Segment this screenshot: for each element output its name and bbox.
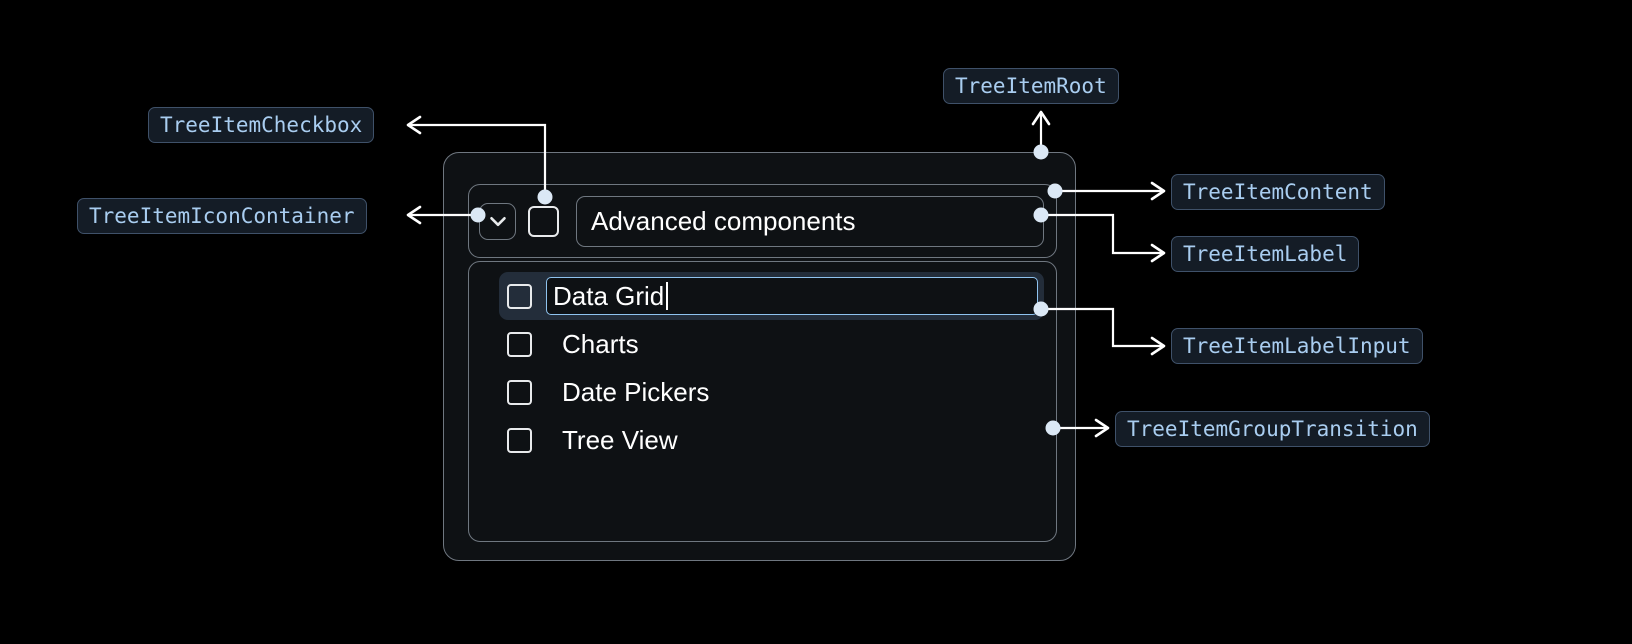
annotation-label: TreeItemGroupTransition [1127, 417, 1418, 441]
text-caret [666, 282, 669, 310]
tree-item-group-transition: Data Grid Charts Date Pickers Tree View [468, 261, 1057, 542]
tree-item-label-input-value: Data Grid [553, 281, 665, 311]
tree-item-label-text: Tree View [562, 425, 678, 455]
tree-item-data-grid[interactable]: Data Grid [499, 272, 1044, 320]
arrowhead-right [1150, 336, 1166, 356]
tree-item-label-text: Charts [562, 329, 639, 359]
annotation-label: TreeItemLabelInput [1183, 334, 1411, 358]
tree-item-label-text: Date Pickers [562, 377, 710, 407]
annotation-tree-item-checkbox: TreeItemCheckbox [148, 107, 375, 143]
annotation-tree-item-label-input: TreeItemLabelInput [1171, 328, 1423, 364]
annotation-label: TreeItemLabel [1183, 242, 1348, 266]
tree-item-checkbox[interactable] [528, 205, 559, 237]
tree-item-label-input[interactable]: Data Grid [546, 277, 1038, 315]
tree-item-checkbox[interactable] [507, 427, 532, 453]
arrowhead-left [406, 115, 422, 135]
tree-item-charts[interactable]: Charts [499, 320, 1044, 368]
annotation-tree-item-label: TreeItemLabel [1171, 236, 1360, 272]
chevron-down-icon [489, 216, 506, 227]
arrowhead-right [1094, 418, 1110, 438]
annotation-label: TreeItemCheckbox [160, 113, 363, 137]
arrowhead-right [1150, 181, 1166, 201]
annotation-tree-item-group-transition: TreeItemGroupTransition [1115, 411, 1430, 447]
annotation-label: TreeItemRoot [955, 74, 1107, 98]
arrowhead-up [1031, 110, 1051, 126]
tree-item-date-pickers[interactable]: Date Pickers [499, 368, 1044, 416]
annotation-tree-item-root: TreeItemRoot [943, 68, 1119, 104]
tree-item-content[interactable]: Advanced components [468, 184, 1057, 258]
tree-item-checkbox[interactable] [507, 379, 532, 405]
annotation-tree-item-content: TreeItemContent [1171, 174, 1385, 210]
arrowhead-left [406, 205, 422, 225]
arrowhead-right [1150, 243, 1166, 263]
tree-item-checkbox[interactable] [507, 283, 532, 309]
tree-item-label[interactable]: Advanced components [576, 195, 1044, 247]
tree-item-checkbox[interactable] [507, 331, 532, 357]
tree-item-root[interactable]: Advanced components Data Grid Charts Dat… [443, 152, 1076, 561]
annotation-label: TreeItemContent [1183, 180, 1373, 204]
tree-item-icon-container[interactable] [479, 202, 516, 240]
annotation-tree-item-icon-container: TreeItemIconContainer [77, 198, 367, 234]
annotation-label: TreeItemIconContainer [89, 204, 355, 228]
tree-item-tree-view[interactable]: Tree View [499, 416, 1044, 464]
tree-item-label-text: Advanced components [591, 205, 856, 236]
